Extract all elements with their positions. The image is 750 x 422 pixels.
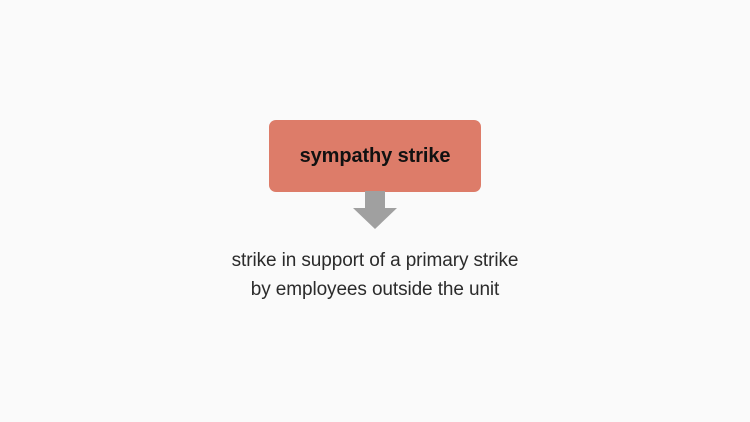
definition-text: strike in support of a primary strike by… [0, 246, 750, 304]
term-box: sympathy strike [269, 120, 481, 192]
term-label: sympathy strike [299, 145, 451, 167]
definition-line-2: by employees outside the unit [250, 279, 500, 300]
definition-line-1: strike in support of a primary strike [231, 250, 519, 271]
arrow-down-icon [353, 191, 397, 229]
